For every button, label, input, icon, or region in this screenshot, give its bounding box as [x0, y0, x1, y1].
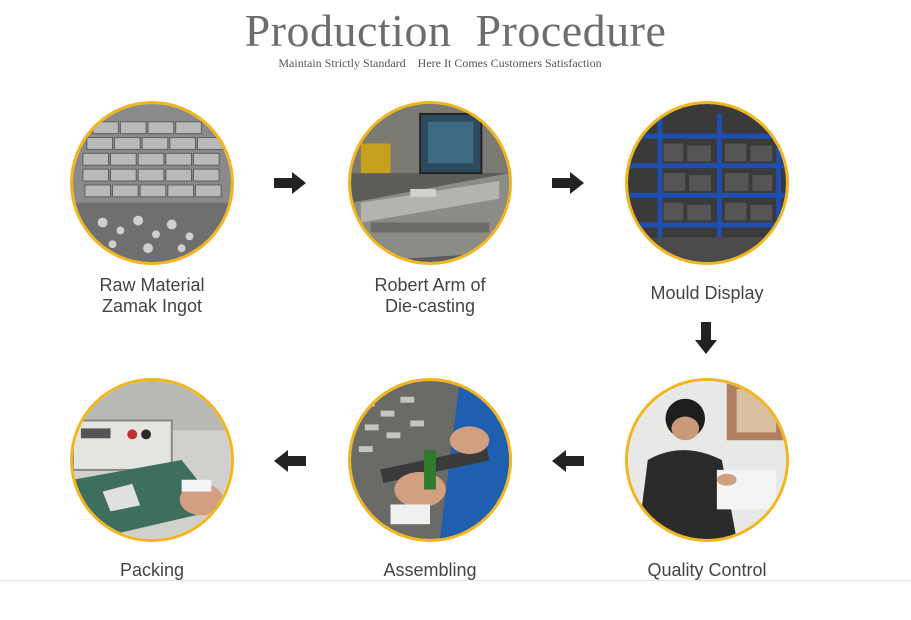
quality-control-photo — [625, 378, 789, 542]
arrow-down-icon — [695, 322, 717, 354]
assembling-photo — [348, 378, 512, 542]
step-label: Packing — [119, 560, 185, 580]
step-raw-material: Raw Material Zamak Ingot — [67, 101, 237, 317]
step-packing: Packing — [67, 378, 237, 581]
step-quality-control: Quality Control — [622, 378, 792, 581]
arrow-right-icon — [552, 172, 584, 194]
page-subtitle: Maintain Strictly Standard Here It Comes… — [278, 56, 602, 70]
arrow-left-icon — [274, 450, 306, 472]
step-label: Die-casting — [384, 296, 476, 316]
step-label: Raw Material — [99, 275, 205, 295]
divider — [0, 580, 911, 581]
step-assembling: Assembling — [345, 378, 515, 581]
page-title: Production Procedure — [244, 5, 667, 56]
step-label: Zamak Ingot — [101, 296, 203, 316]
raw-material-photo — [70, 101, 234, 265]
arrow-left-icon — [552, 450, 584, 472]
packing-photo — [70, 378, 234, 542]
arrow-right-icon — [274, 172, 306, 194]
step-mould-display: Mould Display — [622, 101, 792, 304]
step-label: Assembling — [383, 560, 477, 580]
step-label: Robert Arm of — [374, 275, 486, 295]
step-label: Mould Display — [650, 283, 764, 303]
step-robot-arm: Robert Arm of Die-casting — [345, 101, 515, 317]
mould-display-photo — [625, 101, 789, 265]
step-label: Quality Control — [647, 560, 767, 580]
robot-arm-photo — [348, 101, 512, 265]
